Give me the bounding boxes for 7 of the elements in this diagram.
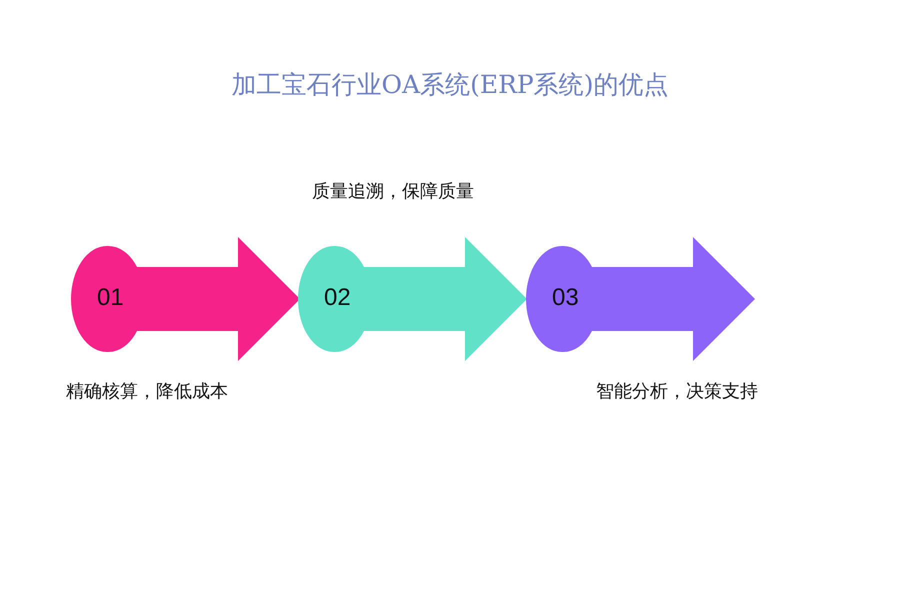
step-caption: 精确核算，降低成本 [66,381,228,403]
step-number: 03 [552,286,579,310]
title: 加工宝石行业OA系统(ERP系统)的优点 [230,69,670,101]
step-caption: 智能分析，决策支持 [596,381,758,403]
step-number: 01 [97,286,124,310]
step-number: 02 [324,286,351,310]
step-caption: 质量追溯，保障质量 [312,181,474,203]
